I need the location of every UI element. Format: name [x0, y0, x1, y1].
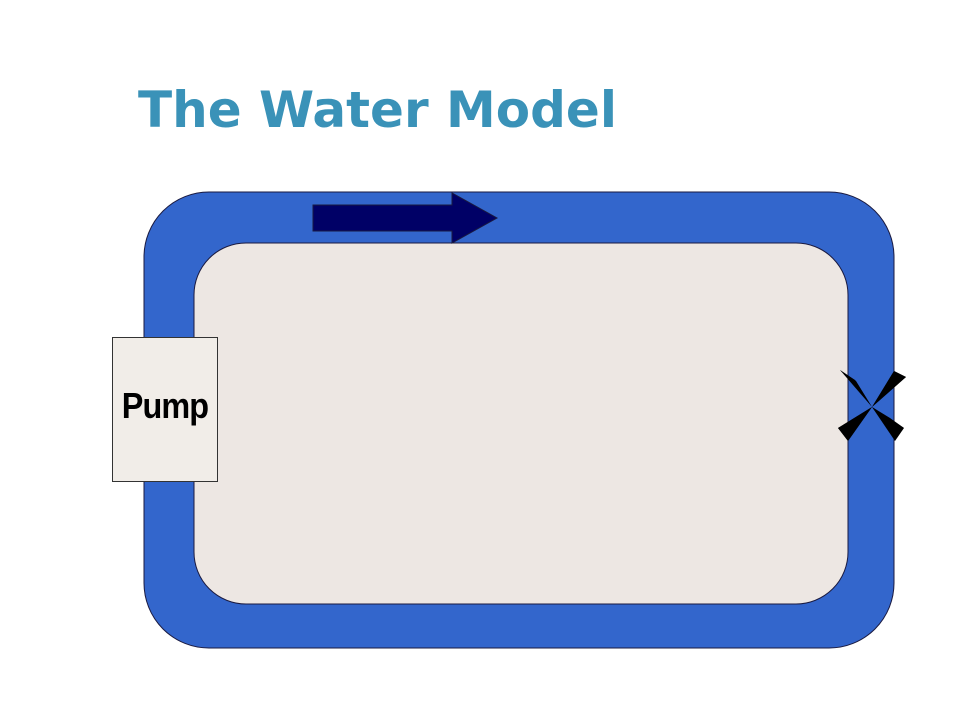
pipe-inner-area — [193, 242, 849, 605]
page-title: The Water Model — [138, 81, 617, 139]
valve-icon — [838, 370, 906, 441]
pump-box: Pump — [112, 337, 218, 482]
pump-label: Pump — [121, 385, 209, 426]
flow-arrow-icon — [312, 192, 499, 244]
